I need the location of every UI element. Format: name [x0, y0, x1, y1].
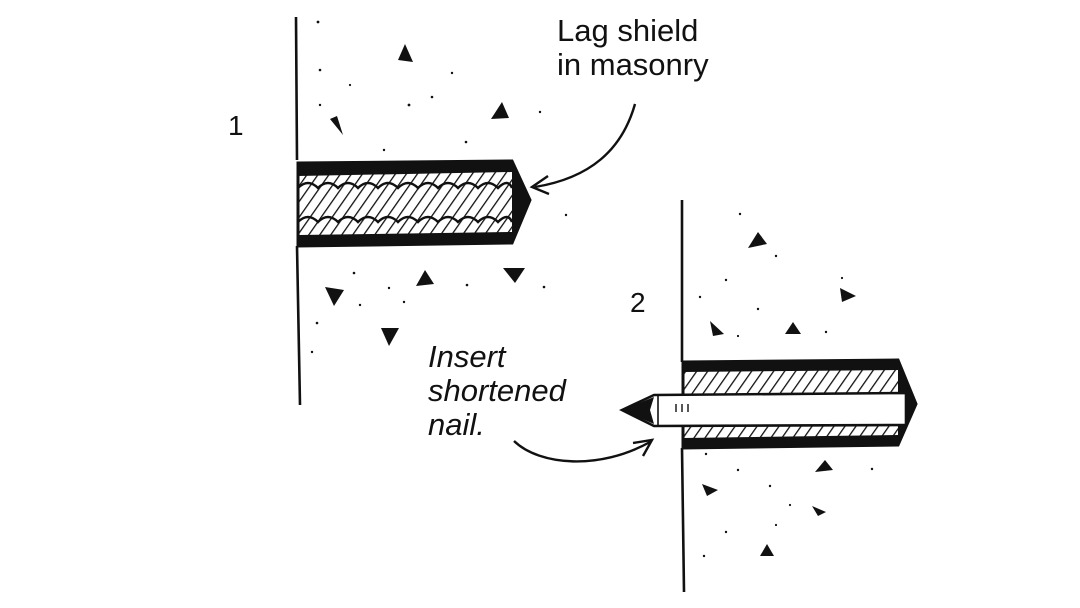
- wall-surface-line: [294, 16, 302, 406]
- callout-line: shortened: [428, 373, 566, 408]
- lag-shield-arrowhead: [529, 175, 550, 196]
- lag-shield-callout: Lag shield in masonry: [557, 14, 709, 82]
- insert-nail-callout: Insert shortened nail.: [428, 340, 566, 442]
- lag-shield-1: [296, 159, 532, 248]
- panel-1-drawing: [294, 16, 637, 406]
- shortened-nail: [619, 391, 908, 428]
- nail-pointer-arrow: [513, 440, 651, 463]
- lag-shield-pointer-arrow: [534, 103, 637, 189]
- wall-surface-line-2: [680, 200, 686, 593]
- panel-2-number: 2: [630, 287, 646, 318]
- callout-line: in masonry: [557, 47, 709, 82]
- nail-arrowhead: [632, 438, 655, 457]
- masonry-speckles-2: [698, 212, 874, 558]
- callout-line: Lag shield: [557, 13, 699, 48]
- callout-line: nail.: [428, 407, 485, 442]
- panel-2-drawing: [513, 200, 918, 593]
- panel-1-number: 1: [228, 110, 244, 141]
- callout-line: Insert: [428, 339, 506, 374]
